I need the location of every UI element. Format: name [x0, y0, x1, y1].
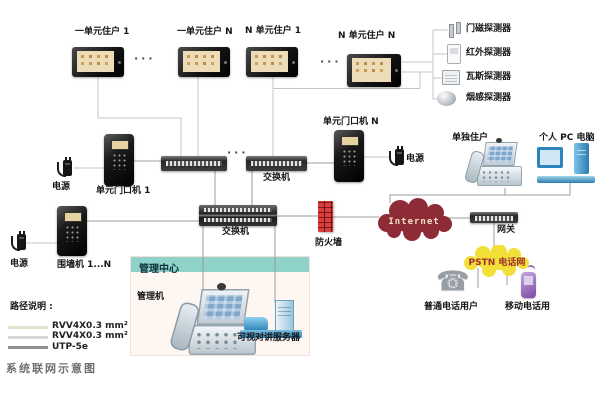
label-unitN-residentN: N 单元住户 N	[338, 31, 396, 41]
label-infrared-detector: 红外探测器	[466, 48, 512, 58]
ellipsis-monitors-1: ···	[134, 52, 156, 65]
gateway-device	[470, 212, 518, 223]
smoke-detector-icon	[437, 91, 456, 106]
wall-station	[57, 206, 87, 256]
pc-monitor-icon	[537, 147, 563, 168]
camera-icon	[496, 138, 502, 143]
label-intercom-server: 可视对讲服务器	[237, 333, 301, 343]
label-unit-switch: 交换机	[263, 173, 291, 183]
ellipsis-monitors-2: ···	[320, 55, 342, 68]
indoor-monitor-unitN-resident1	[246, 47, 298, 77]
label-mgmt-machine: 管理机	[137, 292, 165, 302]
label-unit1-resident1: 一单元住户 1	[75, 27, 130, 37]
label-single-resident: 单独住户	[452, 133, 489, 143]
legend-swatch-3	[8, 346, 48, 349]
server-tower-icon	[275, 300, 294, 331]
door-station-N	[334, 130, 364, 182]
legend-swatch-2	[8, 336, 48, 339]
legend-title: 路径说明 :	[10, 302, 53, 312]
mobile-phone-icon	[521, 272, 536, 298]
label-power-doorN: 电源	[406, 154, 425, 164]
legend-item-1: RVV4X0.3 mm²	[52, 321, 128, 331]
gas-detector-icon	[442, 70, 460, 85]
main-switch	[199, 205, 277, 226]
camera-icon	[217, 283, 226, 291]
label-firewall: 防火墙	[315, 238, 343, 248]
single-resident-videophone	[463, 138, 522, 186]
legend-item-2: RVV4X0.3 mm²	[52, 331, 128, 341]
label-wall-station: 围墙机 1...N	[57, 260, 112, 270]
power-adapter-icon	[56, 157, 74, 181]
label-power-door1: 电源	[52, 182, 71, 192]
unit-switch-1	[161, 156, 227, 171]
ellipsis-switches: ···	[227, 146, 249, 159]
management-center-header: 管理中心	[131, 257, 309, 275]
label-gateway: 网关	[497, 225, 516, 235]
power-adapter-icon	[10, 231, 28, 255]
label-gas-detector: 瓦斯探测器	[466, 72, 512, 82]
door-magnet-detector-icon	[448, 22, 461, 38]
monitor-screen	[352, 58, 391, 82]
firewall-icon	[318, 201, 333, 232]
legend-swatch-1	[8, 326, 48, 329]
internet-label: Internet	[388, 217, 439, 227]
monitor-screen	[77, 51, 114, 72]
personal-pc	[537, 143, 595, 183]
management-machine	[168, 283, 256, 355]
label-mobile-phone-user: 移动电话用	[505, 302, 551, 312]
landline-phone-icon: ☎	[436, 266, 470, 297]
monitor-screen	[251, 51, 288, 72]
label-door-station-1: 单元门口机 1	[96, 186, 151, 196]
pc-tower-icon	[574, 143, 589, 174]
label-power-wall: 电源	[10, 259, 29, 269]
monitor-screen	[183, 51, 220, 72]
label-unit1-residentN: 一单元住户 N	[177, 27, 233, 37]
internet-cloud: Internet	[378, 198, 452, 241]
power-adapter-icon	[388, 146, 406, 170]
label-main-switch: 交换机	[222, 227, 250, 237]
indoor-monitor-unit1-resident1	[72, 47, 124, 77]
label-unitN-resident1: N 单元住户 1	[245, 26, 302, 36]
video-intercom-server	[240, 300, 302, 338]
label-door-magnet-detector: 门磁探测器	[466, 24, 512, 34]
label-smoke-detector: 烟感探测器	[466, 93, 512, 103]
label-pstn-phone-user: 普通电话用户	[424, 302, 479, 312]
indoor-monitor-unitN-residentN	[347, 54, 401, 87]
management-center-title: 管理中心	[139, 264, 179, 275]
unit-switch-N	[246, 156, 307, 171]
pstn-label: PSTN 电话网	[469, 256, 526, 268]
pstn-cloud: PSTN 电话网	[464, 245, 529, 277]
label-personal-pc: 个人 PC 电脑	[539, 133, 595, 143]
label-door-station-N: 单元门口机 N	[323, 117, 379, 127]
indoor-monitor-unit1-residentN	[178, 47, 230, 77]
door-station-1	[104, 134, 134, 186]
legend-item-3: UTP-5e	[52, 342, 88, 352]
diagram-title: 系统联网示意图	[6, 362, 97, 375]
infrared-detector-icon	[447, 44, 461, 64]
